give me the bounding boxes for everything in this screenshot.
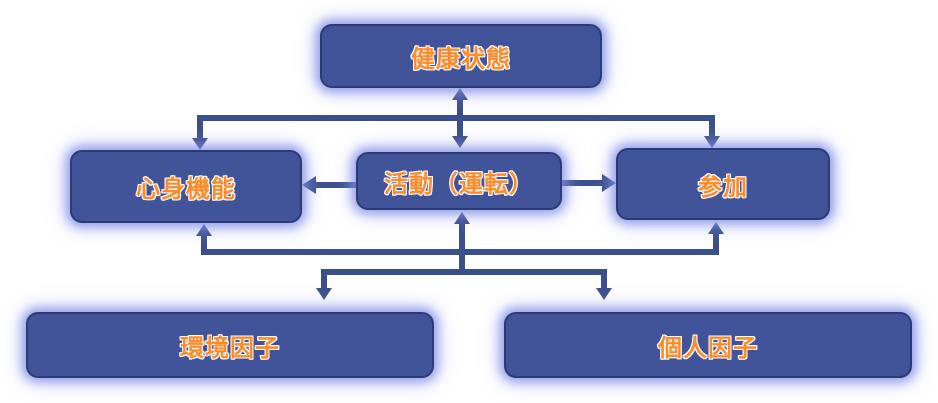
arrowhead-body-bottom <box>196 224 212 236</box>
environmental-factors-label: 環境因子 <box>180 333 280 362</box>
participation-box: 参加 <box>616 148 830 220</box>
activity-label: 活動（運転） <box>384 169 534 198</box>
health-to-participation-connector <box>460 115 715 138</box>
arrowhead-activity-down <box>452 136 468 148</box>
arrowhead-health-up <box>452 88 468 100</box>
health-to-body-connector <box>197 115 460 140</box>
arrowhead-body-top <box>192 138 208 150</box>
arrowhead-participation-right <box>602 174 616 192</box>
arrowhead-activity-up <box>454 212 470 224</box>
arrowhead-personal <box>596 288 612 300</box>
environmental-factors-box: 環境因子 <box>26 312 434 378</box>
arrowhead-participation-bottom <box>708 222 724 234</box>
health-condition-label: 健康状態 <box>411 44 511 73</box>
body-functions-label: 心身機能 <box>136 175 236 203</box>
personal-factors-box: 個人因子 <box>504 312 912 378</box>
bottom-to-body-connector <box>201 234 462 255</box>
arrowhead-participation-top <box>704 136 720 148</box>
arrowhead-environment <box>316 288 332 300</box>
participation-label: 参加 <box>698 172 748 201</box>
factors-to-personal-connector <box>462 269 607 290</box>
health-condition-box: 健康状態 <box>320 24 602 88</box>
body-functions-box: 心身機能 <box>70 150 302 223</box>
arrowhead-body-left <box>302 176 316 194</box>
factors-to-environment-connector <box>321 269 462 290</box>
activity-box: 活動（運転） <box>356 152 562 210</box>
bottom-to-participation-connector <box>462 232 719 255</box>
personal-factors-label: 個人因子 <box>658 333 758 362</box>
